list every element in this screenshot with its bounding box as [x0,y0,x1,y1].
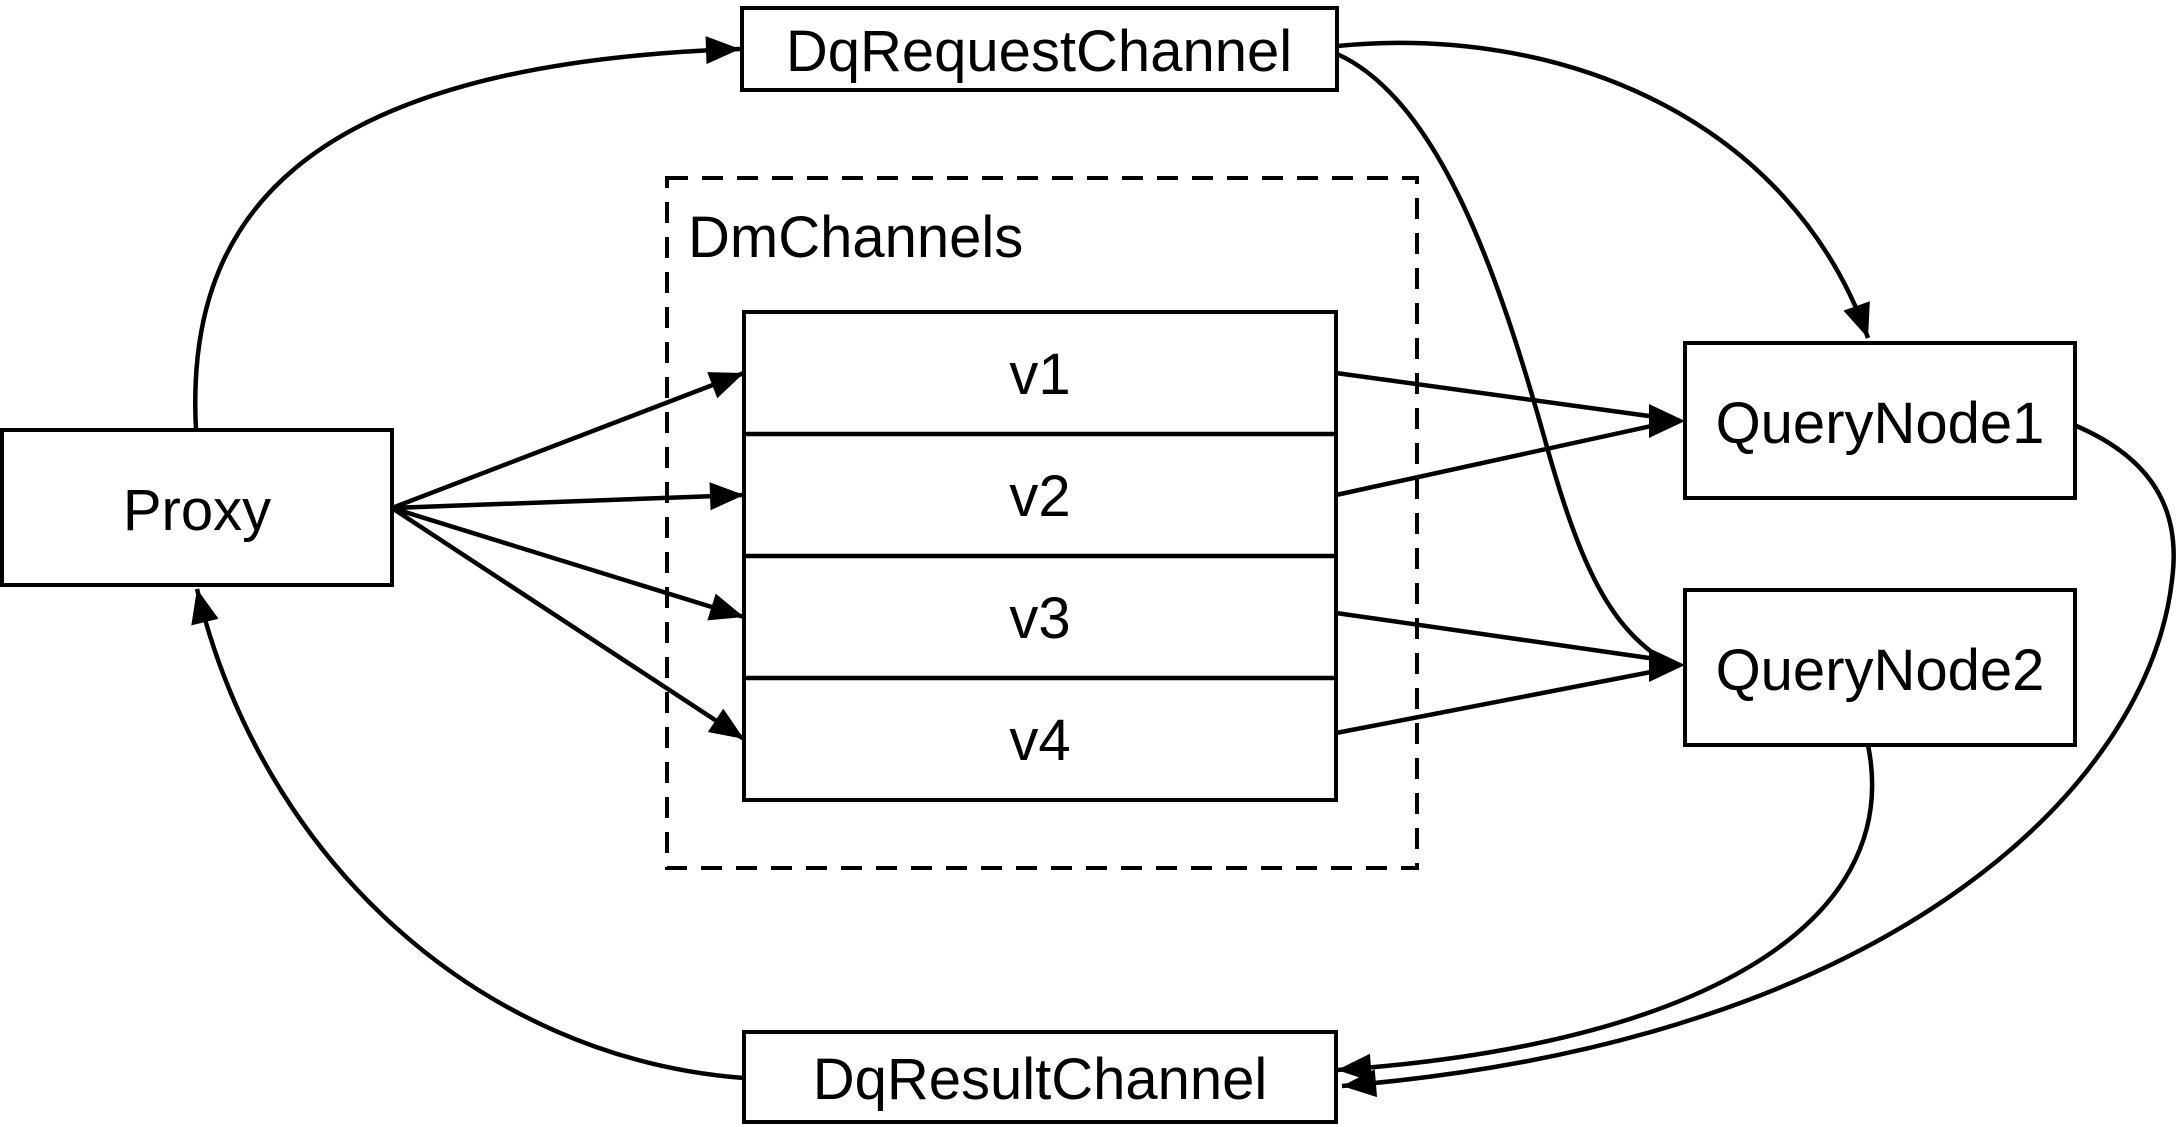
edge-proxy-to-dqrequestchannel [193,36,741,431]
proxy-box [0,428,394,587]
querynode2-node: QueryNode2 [1683,588,2077,747]
edge-proxy-to-v4 [390,506,746,741]
querynode1-node: QueryNode1 [1683,341,2077,500]
proxy-label: Proxy [123,478,271,543]
edge-dqresultchannel-to-proxy [191,588,745,1081]
dqresultchannel-box [742,1030,1338,1124]
channel-v2-label: v2 [1009,464,1070,529]
channel-stack: v1 v2 v3 v4 [742,310,1338,802]
edge-v3-to-querynode2 [1335,610,1657,662]
dqrequestchannel-label: DqRequestChannel [786,19,1292,84]
edge-proxy-to-v2 [391,482,745,511]
dqrequestchannel-node: DqRequestChannel [740,6,1339,92]
arrowhead-into-querynode1 [1649,404,1685,438]
edge-querynode2-to-dqresultchannel [1336,744,1875,1082]
edge-v1-to-querynode1 [1335,370,1657,420]
proxy-node: Proxy [0,428,394,587]
dqrequestchannel-box [740,6,1339,92]
edges [191,36,2176,1098]
edge-dqrequestchannel-to-querynode2 [1336,51,1662,660]
edge-proxy-to-v3 [391,505,745,621]
dmchannels-group-label: DmChannels [688,205,1023,270]
querynode2-box [1683,588,2077,747]
edge-proxy-to-v1 [391,370,745,511]
edge-dqrequestchannel-to-querynode1 [1336,40,1871,339]
dqresultchannel-label: DqResultChannel [813,1047,1268,1112]
dqresultchannel-node: DqResultChannel [742,1030,1338,1124]
channel-v3-label: v3 [1009,586,1070,651]
dmchannels-group-box [665,176,1419,870]
edge-v4-to-querynode2 [1335,668,1657,736]
querynode1-box [1683,341,2077,500]
querynode2-label: QueryNode2 [1716,638,2045,703]
channel-v4-label: v4 [1009,708,1070,773]
edge-querynode1-to-dqresultchannel [1341,422,2176,1098]
channel-v1-label: v1 [1009,342,1070,407]
edge-v2-to-querynode1 [1335,422,1657,498]
querynode1-label: QueryNode1 [1716,391,2045,456]
